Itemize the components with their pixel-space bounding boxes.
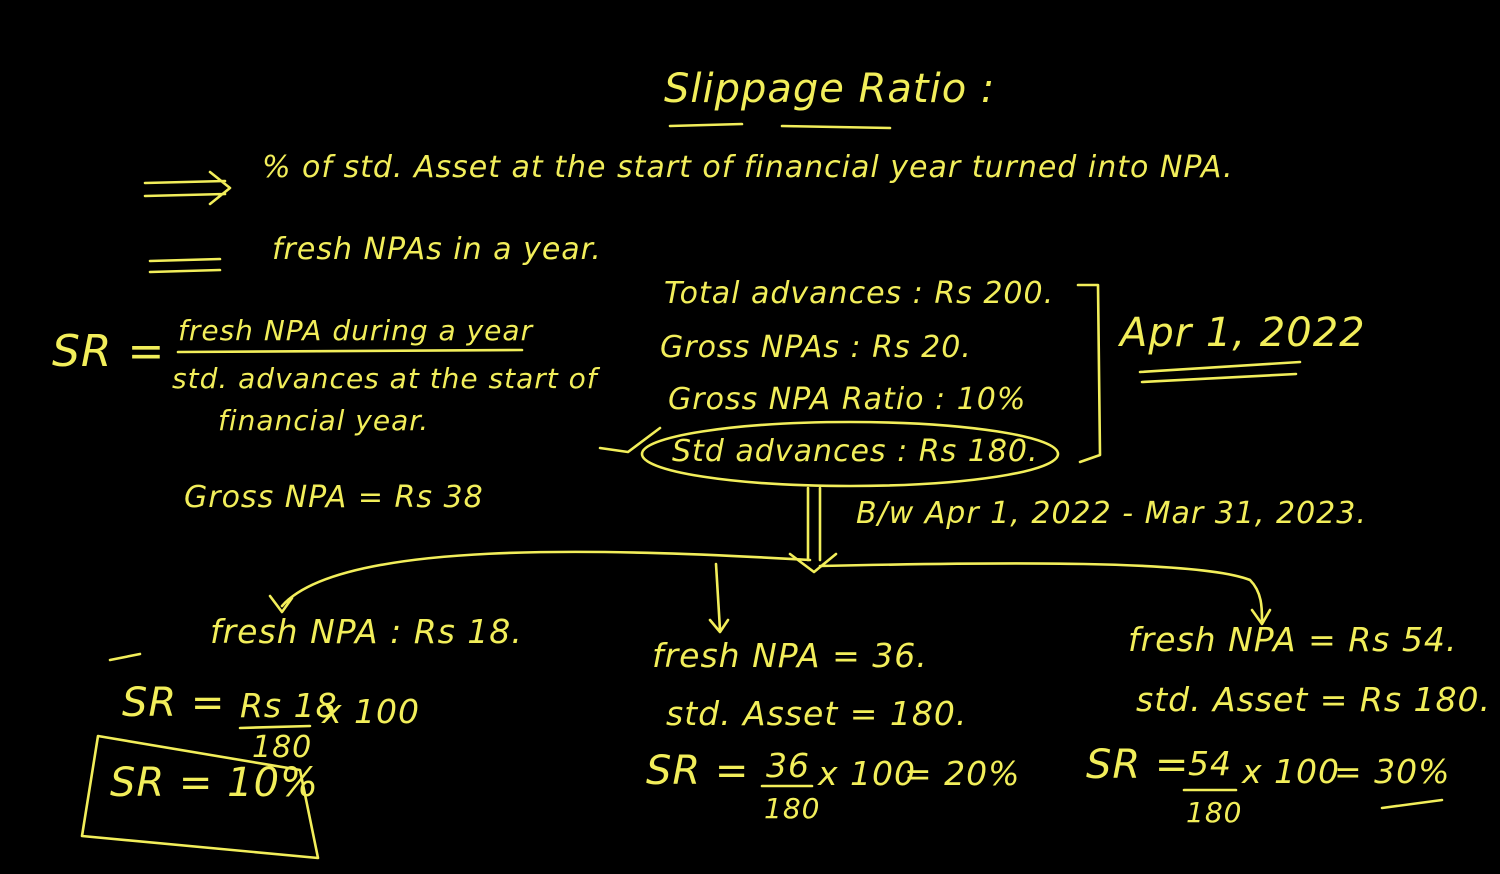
- formula-lhs: SR =: [52, 326, 166, 377]
- formula-fraction-bar: [176, 348, 524, 354]
- case2-std-asset: std. Asset = 180.: [666, 694, 968, 733]
- formula-denominator-line1: std. advances at the start of: [172, 362, 598, 395]
- branch-line-mid: [708, 562, 730, 634]
- case3-denominator: 180: [1186, 796, 1243, 829]
- bullet-definition: % of std. Asset at the start of financia…: [262, 150, 1234, 185]
- case1-denominator: 180: [252, 730, 313, 765]
- case1-numerator: Rs 18: [240, 686, 338, 725]
- case3-std-asset: std. Asset = Rs 180.: [1136, 680, 1491, 719]
- case3-fresh-npa: fresh NPA = Rs 54.: [1128, 620, 1458, 659]
- case3-numerator: 54: [1188, 744, 1232, 783]
- heading-underline-2: [780, 124, 892, 130]
- balance-row-total-advances: Total advances : Rs 200.: [664, 276, 1055, 311]
- case2-fresh-npa: fresh NPA = 36.: [652, 636, 928, 675]
- case1-result: SR = 10%: [110, 760, 320, 806]
- balance-bracket: [1076, 283, 1102, 464]
- bullet-arrow-1: [143, 170, 232, 206]
- case1-result-box: [80, 734, 320, 860]
- period-range: B/w Apr 1, 2022 - Mar 31, 2023.: [856, 496, 1367, 531]
- balance-row-gross-npas: Gross NPAs : Rs 20.: [660, 330, 972, 365]
- case2-result: = 20%: [904, 754, 1021, 793]
- bullet-arrow-2: [148, 257, 222, 274]
- page-title: Slippage Ratio :: [664, 66, 996, 112]
- case2-sr-lhs: SR =: [646, 748, 750, 794]
- formula-numerator: fresh NPA during a year: [178, 314, 534, 347]
- balance-row-std-advances: Std advances : Rs 180.: [672, 434, 1039, 469]
- gross-npa-note: Gross NPA = Rs 38: [184, 480, 484, 515]
- case2-denominator: 180: [764, 792, 821, 825]
- case1-fresh-npa: fresh NPA : Rs 18.: [210, 612, 523, 651]
- case2-multiplier: x 100: [818, 754, 917, 793]
- bullet-fresh-npa: fresh NPAs in a year.: [272, 232, 602, 267]
- case3-result: = 30%: [1334, 752, 1451, 791]
- case1-tick: [108, 652, 142, 662]
- heading-underline-1: [668, 122, 744, 128]
- formula-denominator-line2: financial year.: [218, 404, 430, 437]
- case1-sr-lhs: SR =: [122, 680, 226, 726]
- balance-date: Apr 1, 2022: [1120, 310, 1366, 356]
- tick-mark: [598, 426, 662, 454]
- case1-multiplier: x 100: [322, 692, 421, 731]
- case3-multiplier: x 100: [1242, 752, 1341, 791]
- branch-curve-left: [268, 550, 812, 614]
- case2-numerator: 36: [766, 746, 810, 785]
- case3-sr-lhs: SR =: [1086, 742, 1190, 788]
- date-underline: [1138, 360, 1302, 384]
- balance-row-gross-npa-ratio: Gross NPA Ratio : 10%: [668, 382, 1027, 417]
- branch-curve-right: [818, 562, 1272, 626]
- case3-result-underline: [1380, 798, 1444, 810]
- std-advances-ellipse: [640, 420, 1060, 488]
- case1-fraction-bar: [238, 724, 312, 730]
